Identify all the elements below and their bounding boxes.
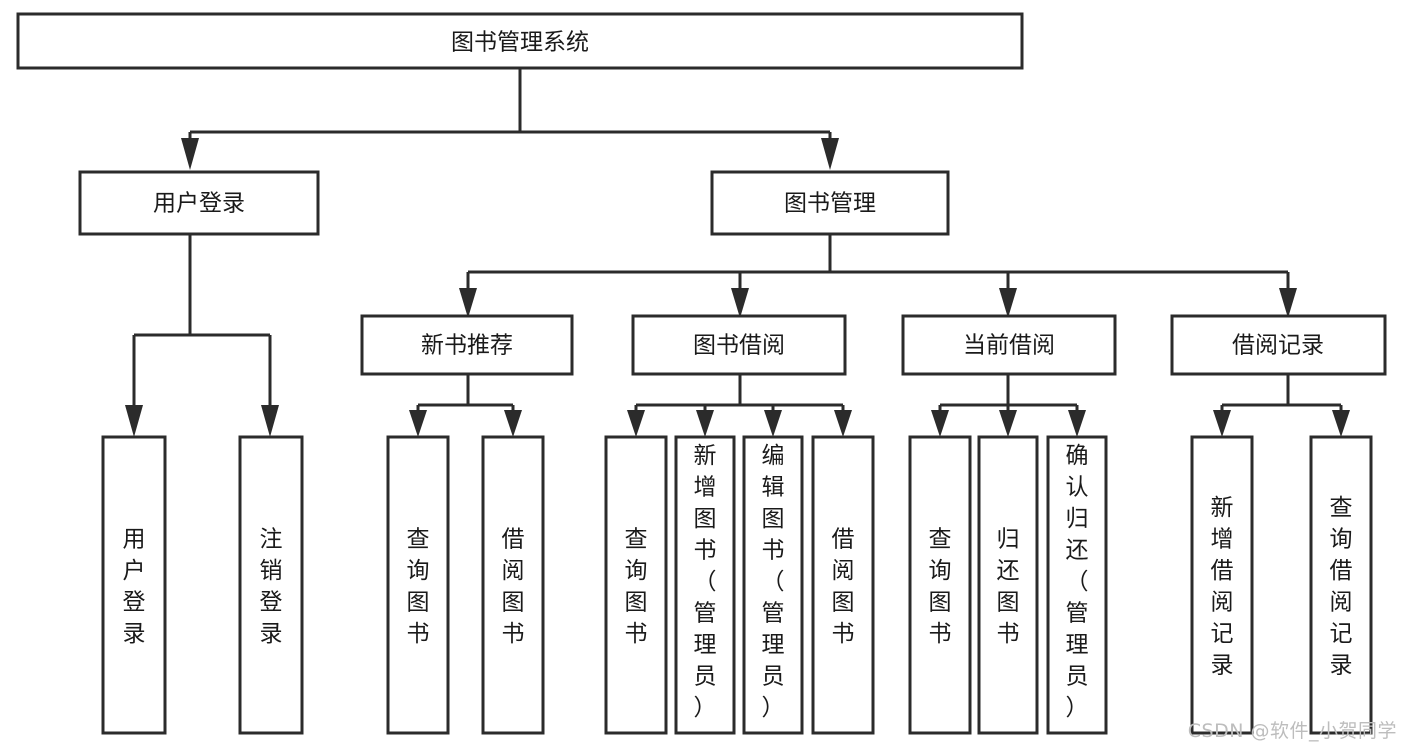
arrow-head-user-login <box>181 138 199 170</box>
leaf-edit-book[interactable]: 编辑图书（管理员） <box>742 435 804 735</box>
leaf-user-login-label: 用户登录 <box>123 527 146 648</box>
leaf-confirm-return[interactable]: 确认归还（管理员） <box>1046 435 1108 735</box>
node-book-manage[interactable]: 图书管理 <box>710 170 950 236</box>
leaf-logout[interactable]: 注销登录 <box>238 435 304 735</box>
leaf-return-book-label: 归还图书 <box>997 527 1020 648</box>
leaf-logout-box[interactable] <box>238 435 304 735</box>
arrow-head-leaf-query-record <box>1332 410 1350 437</box>
node-current-borrow-box[interactable] <box>901 314 1117 376</box>
node-book-manage-label: 图书管理 <box>784 191 876 217</box>
leaf-query-book-1[interactable]: 查询图书 <box>386 435 450 735</box>
node-new-book-recommend-box[interactable] <box>360 314 574 376</box>
leaf-query-book-3[interactable]: 查询图书 <box>908 435 972 735</box>
arrow-head-leaf-query-book-2 <box>627 410 645 437</box>
leaf-query-record-box[interactable] <box>1309 435 1373 735</box>
leaf-add-record-box[interactable] <box>1190 435 1254 735</box>
arrow-head-leaf-borrow-book-1 <box>504 410 522 437</box>
leaf-add-book-box[interactable] <box>674 435 736 735</box>
leaf-add-book-label: 新增图书（管理员） <box>694 443 717 721</box>
leaf-borrow-book-2-label: 借阅图书 <box>832 527 855 648</box>
arrow-head-new-book-recommend <box>459 288 477 318</box>
node-borrow-record[interactable]: 借阅记录 <box>1170 314 1387 376</box>
leaf-add-book[interactable]: 新增图书（管理员） <box>674 435 736 735</box>
node-borrow-record-label: 借阅记录 <box>1232 333 1324 359</box>
leaf-query-record-label: 查询借阅记录 <box>1330 495 1353 679</box>
leaf-query-book-2-label: 查询图书 <box>625 527 648 648</box>
arrow-head-leaf-add-record <box>1213 410 1231 437</box>
leaf-borrow-book-1-label: 借阅图书 <box>502 527 525 648</box>
node-root-box[interactable] <box>16 12 1024 70</box>
arrow-head-leaf-borrow-book-2 <box>834 410 852 437</box>
leaf-confirm-return-label: 确认归还（管理员） <box>1066 443 1089 721</box>
arrow-head-leaf-add-book <box>696 410 714 437</box>
leaf-query-book-2-box[interactable] <box>604 435 668 735</box>
arrow-head-leaf-edit-book <box>764 410 782 437</box>
arrow-head-leaf-confirm-return <box>1068 410 1086 437</box>
arrow-head-leaf-query-book-1 <box>409 410 427 437</box>
leaf-query-book-1-label: 查询图书 <box>407 527 430 648</box>
leaf-add-record[interactable]: 新增借阅记录 <box>1190 435 1254 735</box>
node-new-book-recommend[interactable]: 新书推荐 <box>360 314 574 376</box>
node-user-login[interactable]: 用户登录 <box>78 170 320 236</box>
node-book-borrow-label: 图书借阅 <box>693 333 785 359</box>
node-book-manage-box[interactable] <box>710 170 950 236</box>
arrow-head-leaf-user-login <box>125 405 143 437</box>
node-book-borrow[interactable]: 图书借阅 <box>631 314 847 376</box>
node-root[interactable]: 图书管理系统 <box>16 12 1024 70</box>
arrow-head-leaf-logout <box>261 405 279 437</box>
leaf-edit-book-box[interactable] <box>742 435 804 735</box>
leaf-borrow-book-2-box[interactable] <box>811 435 875 735</box>
leaf-edit-book-label: 编辑图书（管理员） <box>762 443 785 721</box>
node-root-label: 图书管理系统 <box>451 30 589 56</box>
leaf-borrow-book-2[interactable]: 借阅图书 <box>811 435 875 735</box>
connector-layer <box>125 68 1350 437</box>
leaf-return-book[interactable]: 归还图书 <box>977 435 1039 735</box>
csdn-watermark: CSDN @软件_小贺同学 <box>1187 720 1397 742</box>
arrow-head-book-borrow <box>731 288 749 318</box>
leaf-borrow-book-1-box[interactable] <box>481 435 545 735</box>
node-user-login-box[interactable] <box>78 170 320 236</box>
leaf-query-book-1-box[interactable] <box>386 435 450 735</box>
leaf-borrow-book-1[interactable]: 借阅图书 <box>481 435 545 735</box>
node-user-login-label: 用户登录 <box>153 191 245 217</box>
leaf-add-record-label: 新增借阅记录 <box>1211 495 1234 679</box>
node-borrow-record-box[interactable] <box>1170 314 1387 376</box>
node-book-borrow-box[interactable] <box>631 314 847 376</box>
node-current-borrow-label: 当前借阅 <box>963 333 1055 359</box>
leaf-user-login[interactable]: 用户登录 <box>101 435 167 735</box>
arrow-head-leaf-return-book <box>999 410 1017 437</box>
node-current-borrow[interactable]: 当前借阅 <box>901 314 1117 376</box>
leaf-return-book-box[interactable] <box>977 435 1039 735</box>
leaf-logout-label: 注销登录 <box>260 527 283 648</box>
leaf-query-record[interactable]: 查询借阅记录 <box>1309 435 1373 735</box>
arrow-head-leaf-query-book-3 <box>931 410 949 437</box>
leaf-confirm-return-box[interactable] <box>1046 435 1108 735</box>
arrow-head-current-borrow <box>999 288 1017 318</box>
leaf-user-login-box[interactable] <box>101 435 167 735</box>
arrow-head-book-manage <box>821 138 839 170</box>
leaf-query-book-2[interactable]: 查询图书 <box>604 435 668 735</box>
arrow-head-borrow-record <box>1279 288 1297 318</box>
node-new-book-recommend-label: 新书推荐 <box>421 333 513 359</box>
leaf-query-book-3-box[interactable] <box>908 435 972 735</box>
leaf-query-book-3-label: 查询图书 <box>929 527 952 648</box>
